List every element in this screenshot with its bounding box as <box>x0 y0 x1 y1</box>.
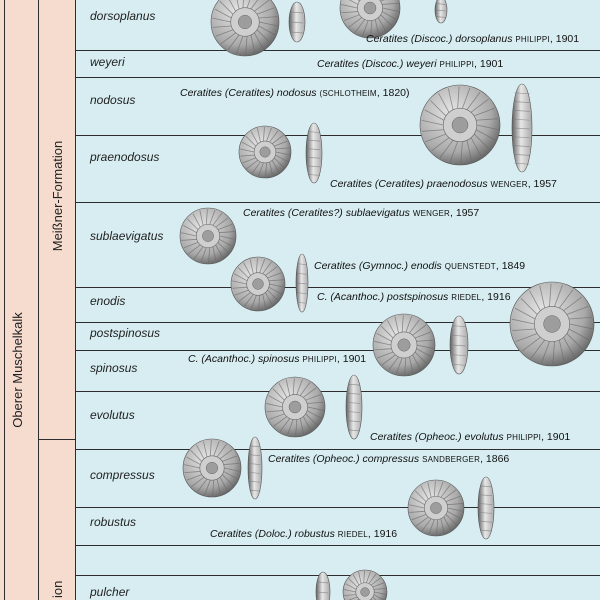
ammonite-pulcher <box>342 569 388 600</box>
species-label: Ceratites (Discoc.) weyeri PHILIPPI, 190… <box>317 58 503 70</box>
ammonite-pulcher-side <box>315 571 331 600</box>
species-year: , 1916 <box>481 291 510 303</box>
ammonite-spinosus-side <box>449 315 469 375</box>
ammonite-weyeri-side <box>434 0 448 24</box>
species-year: , 1901 <box>474 58 503 70</box>
ammonite-enodis <box>230 256 286 312</box>
zone-label-pulcher: pulcher <box>89 585 130 599</box>
species-author: (SCHLOTHEIM <box>319 89 376 98</box>
species-author: RIEDEL <box>338 530 368 539</box>
species-year: , 1916 <box>368 528 397 540</box>
species-label: Ceratites (Opheoc.) compressus SANDBERGE… <box>268 453 509 465</box>
species-name: Ceratites (Opheoc.) evolutus <box>370 431 507 443</box>
formation-label-lower: ion <box>50 581 65 598</box>
species-name: Ceratites (Ceratites) nodosus <box>180 87 319 99</box>
ammonite-spinosus <box>372 313 436 377</box>
species-year: , 1820) <box>377 87 410 99</box>
ammonite-sublaevigatus <box>179 207 237 265</box>
species-year: , 1957 <box>450 207 479 219</box>
species-author: PHILIPPI <box>507 433 542 442</box>
species-author: WENGER <box>491 180 528 189</box>
zone-label-nodosus: nodosus <box>90 93 135 107</box>
zone-label-praenodosus: praenodosus <box>89 150 159 164</box>
ammonite-enodis-side <box>295 253 309 313</box>
ammonite-weyeri <box>339 0 401 39</box>
species-author: PHILIPPI <box>302 355 337 364</box>
species-label: Ceratites (Ceratites) praenodosus WENGER… <box>330 178 557 190</box>
formation-label-meissner: Meißner-Formation <box>50 141 65 252</box>
species-name: Ceratites (Doloc.) robustus <box>210 528 338 540</box>
ammonite-robustus <box>407 479 465 537</box>
ammonite-compressus-side <box>247 436 263 500</box>
ammonite-nodosus <box>419 84 501 166</box>
ammonite-dorsoplanus <box>210 0 280 57</box>
species-label: Ceratites (Discoc.) dorsoplanus PHILIPPI… <box>366 33 579 45</box>
ammonite-praenodosus <box>238 125 292 179</box>
species-label: C. (Acanthoc.) spinosus PHILIPPI, 1901 <box>188 353 366 365</box>
zone-label-postspinosus: postspinosus <box>89 326 160 340</box>
species-name: Ceratites (Ceratites) praenodosus <box>330 178 491 190</box>
species-name: Ceratites (Ceratites?) sublaevigatus <box>243 207 413 219</box>
ammonite-compressus <box>182 438 242 498</box>
species-author: RIEDEL <box>451 293 481 302</box>
zone-label-sublaevigatus: sublaevigatus <box>90 229 163 243</box>
zone-label-enodis: enodis <box>90 294 125 308</box>
zone-label-dorsoplanus: dorsoplanus <box>90 9 155 23</box>
species-name: Ceratites (Discoc.) weyeri <box>317 58 440 70</box>
species-name: Ceratites (Discoc.) dorsoplanus <box>366 33 515 45</box>
species-year: , 1957 <box>528 178 557 190</box>
species-year: , 1849 <box>496 260 525 272</box>
zone-panel <box>75 0 600 600</box>
zone-label-weyeri: weyeri <box>90 55 125 69</box>
species-year: , 1901 <box>337 353 366 365</box>
species-label: Ceratites (Ceratites) nodosus (SCHLOTHEI… <box>180 87 410 99</box>
species-label: Ceratites (Gymnoc.) enodis QUENSTEDT, 18… <box>314 260 525 272</box>
species-label: C. (Acanthoc.) postspinosus RIEDEL, 1916 <box>317 291 511 303</box>
zone-label-evolutus: evolutus <box>90 408 135 422</box>
species-author: QUENSTEDT <box>445 262 496 271</box>
stratigraphy-column <box>0 0 75 600</box>
ammonite-evolutus <box>264 376 326 438</box>
ammonite-nodosus-side <box>511 83 533 173</box>
species-author: PHILIPPI <box>440 60 475 69</box>
ammonite-postspinosus <box>509 281 595 367</box>
species-name: C. (Acanthoc.) postspinosus <box>317 291 451 303</box>
species-author: WENGER <box>413 209 450 218</box>
species-author: SANDBERGER <box>422 455 480 464</box>
species-label: Ceratites (Doloc.) robustus RIEDEL, 1916 <box>210 528 397 540</box>
ammonite-dorsoplanus-side <box>288 1 306 43</box>
species-year: , 1866 <box>480 453 509 465</box>
ammonite-praenodosus-side <box>305 122 323 184</box>
unit-label-oberer-muschelkalk: Oberer Muschelkalk <box>10 312 25 428</box>
zone-label-robustus: robustus <box>90 515 136 529</box>
ammonite-evolutus-side <box>345 374 363 440</box>
species-name: C. (Acanthoc.) spinosus <box>188 353 302 365</box>
ammonite-robustus-side <box>477 476 495 540</box>
species-name: Ceratites (Gymnoc.) enodis <box>314 260 445 272</box>
species-year: , 1901 <box>541 431 570 443</box>
species-name: Ceratites (Opheoc.) compressus <box>268 453 422 465</box>
species-label: Ceratites (Opheoc.) evolutus PHILIPPI, 1… <box>370 431 570 443</box>
species-year: , 1901 <box>550 33 579 45</box>
zone-label-compressus: compressus <box>90 468 155 482</box>
species-author: PHILIPPI <box>515 35 550 44</box>
zone-label-spinosus: spinosus <box>90 361 137 375</box>
species-label: Ceratites (Ceratites?) sublaevigatus WEN… <box>243 207 479 219</box>
